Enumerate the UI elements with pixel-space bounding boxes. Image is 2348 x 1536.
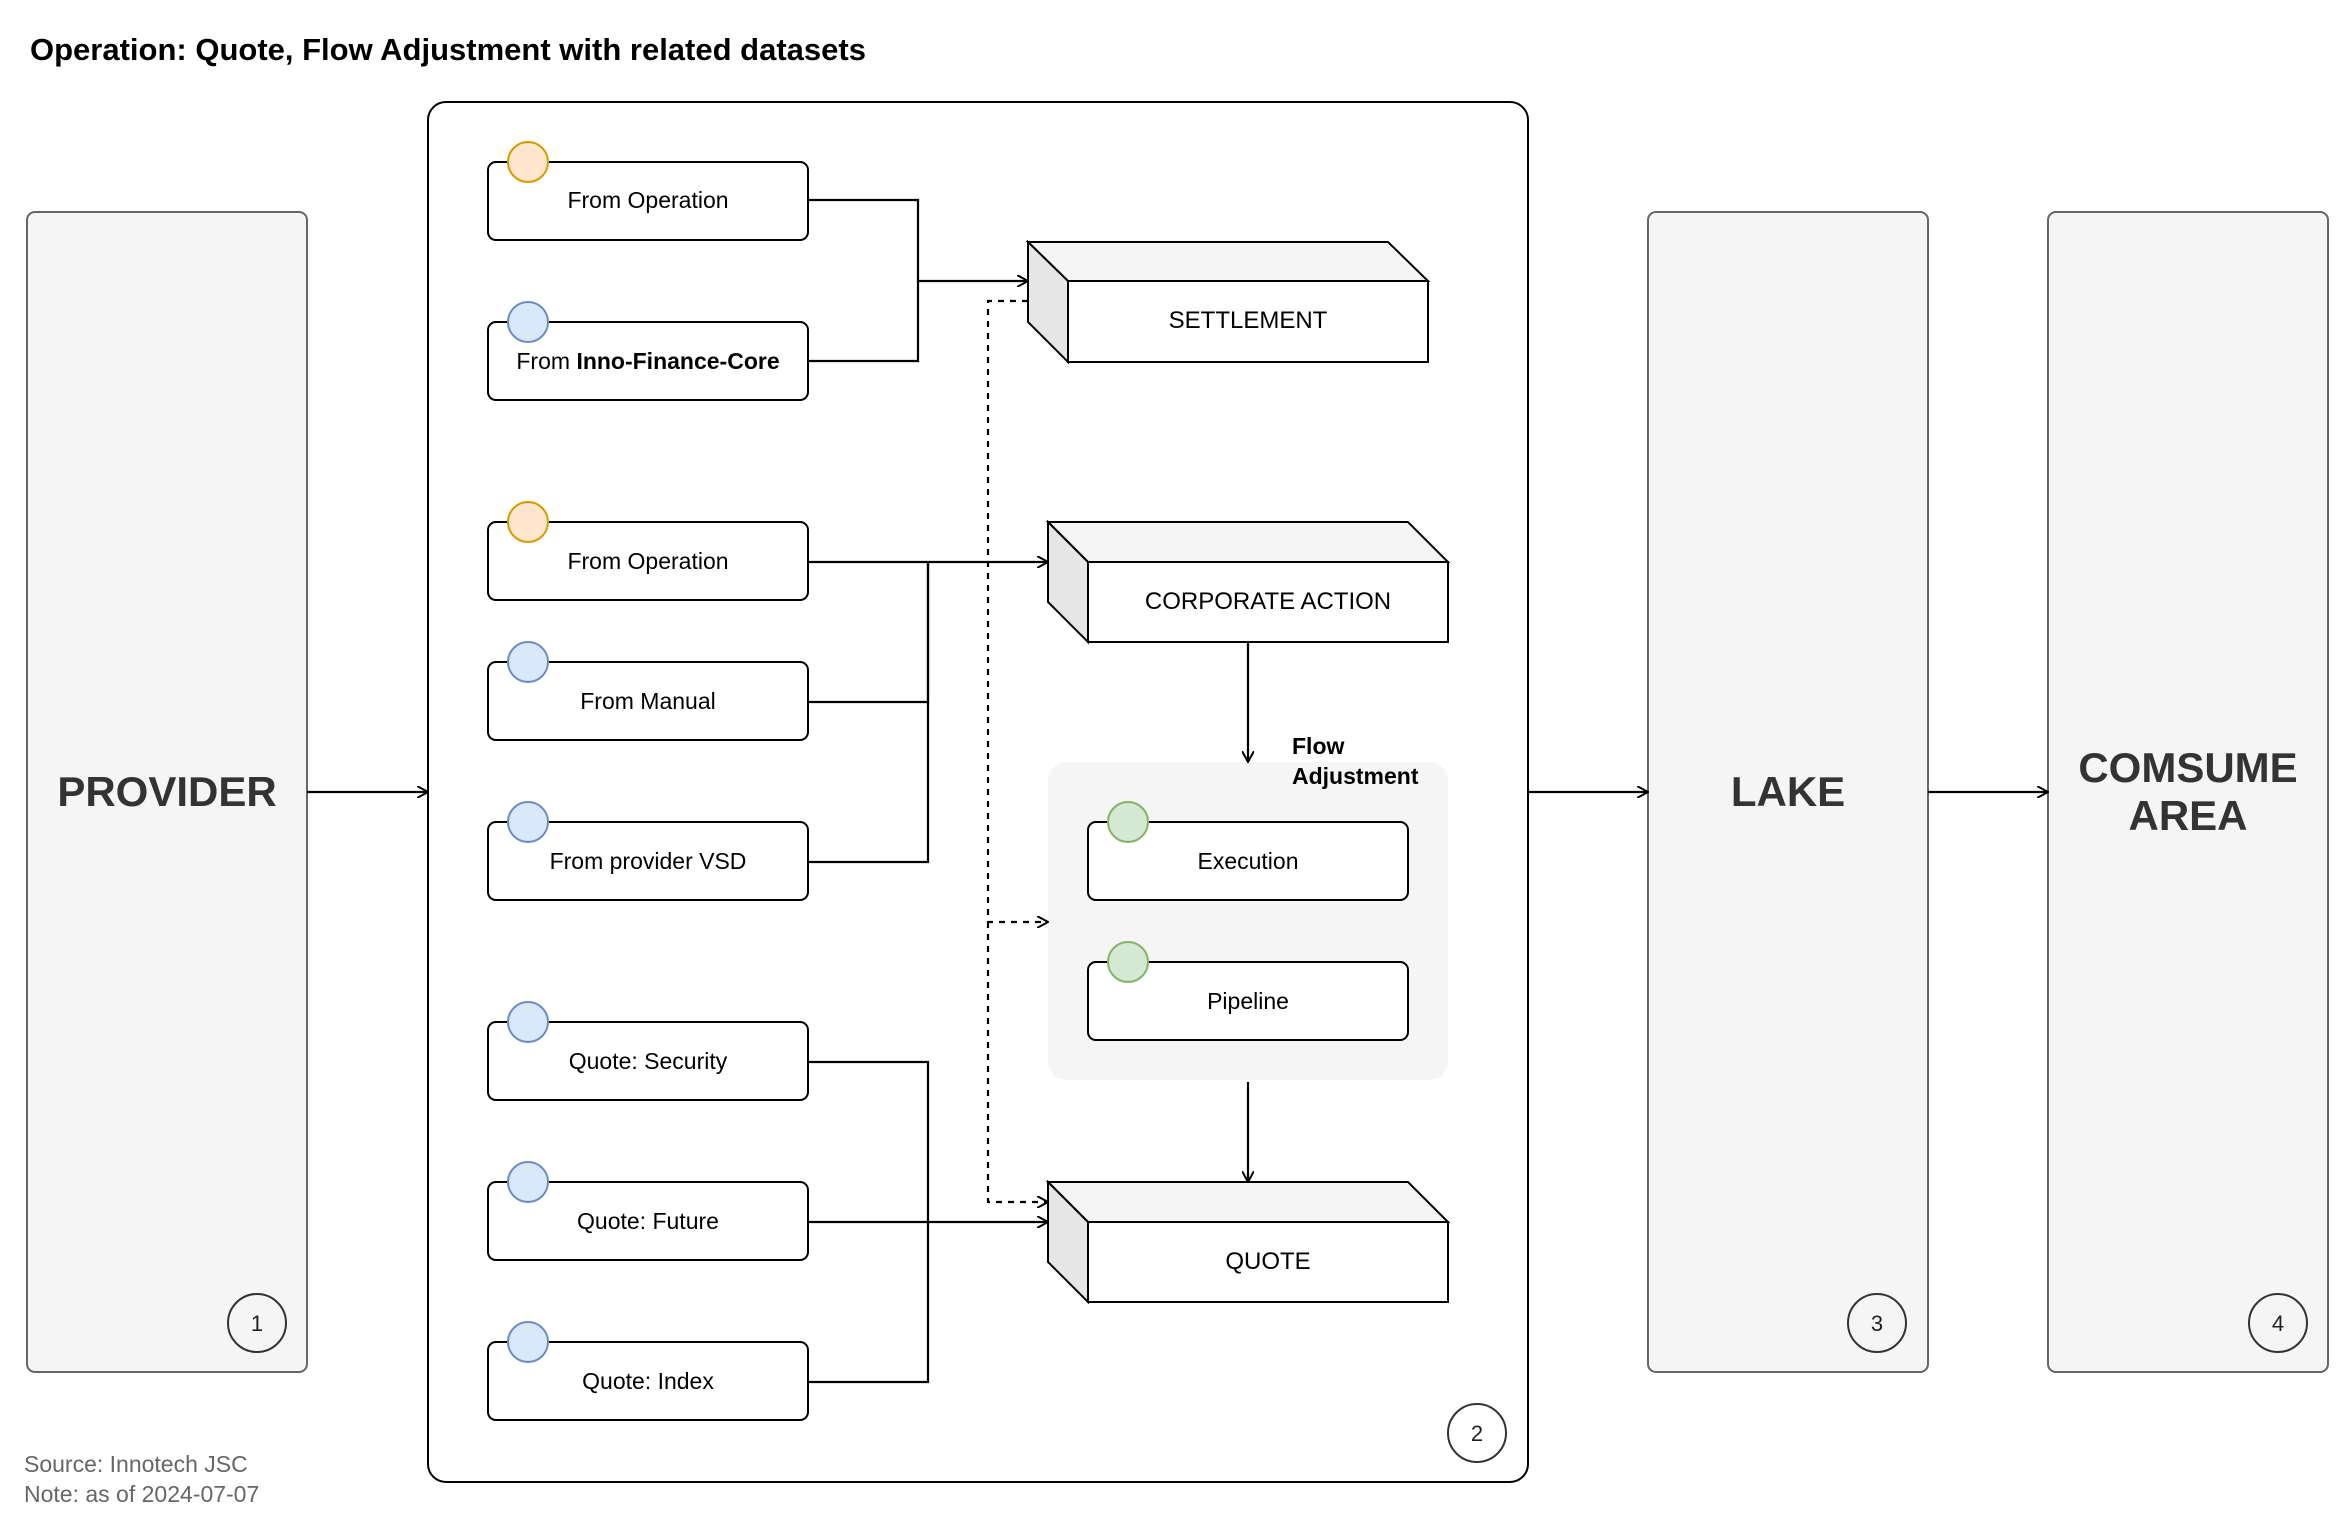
consume-area-label-line2: AREA [2128,792,2247,839]
consume-area-label-line1: COMSUME [2078,744,2297,791]
flow-step-label: Pipeline [1207,988,1289,1014]
status-dot-green-icon [1107,941,1149,983]
source-label: From provider VSD [550,848,747,874]
lake-panel: LAKE 3 [1647,211,1929,1373]
flow-adjustment-label-line1: Flow [1292,733,1344,759]
flow-adjustment-label-line2: Adjustment [1292,763,1419,789]
edge-settlement-core-to-settlement [808,281,920,363]
flow-step-execution: Execution [1087,801,1409,901]
source-label: From Inno-Finance-Core [516,348,779,374]
source-label-emphasis: Inno-Finance-Core [576,348,779,374]
source-label: From Operation [567,548,728,574]
edge-quote-security-to-quote [808,1060,930,1222]
flow-step-pipeline: Pipeline [1087,941,1409,1041]
edges [307,198,2048,1384]
dataset-settlement: SETTLEMENT [1025,239,1431,365]
edge-quote-index-to-quote [808,1222,930,1384]
source-label: From Manual [580,688,715,714]
status-dot-blue-icon [507,801,549,843]
source-label: Quote: Security [569,1048,728,1074]
dataset-label: SETTLEMENT [1169,307,1328,334]
provider-step-badge [227,1293,287,1353]
status-dot-blue-icon [507,1001,549,1043]
status-dot-blue-icon [507,301,549,343]
footer-source: Source: Innotech JSC [24,1451,248,1477]
edge-dashed-branch-to-quote [986,922,1048,1202]
consume-area-step-number: 4 [2272,1311,2284,1336]
status-dot-blue-icon [507,1321,549,1363]
provider-panel: PROVIDER 1 [26,211,308,1373]
status-dot-green-icon [1107,801,1149,843]
edge-ca-vsd-to-corporate-action [808,562,930,864]
lake-step-number: 3 [1871,1311,1883,1336]
lake-step-badge [1847,1293,1907,1353]
consume-area-panel: COMSUME AREA 4 [2047,211,2329,1373]
dataset-corporate-action: CORPORATE ACTION [1045,519,1451,645]
provider-label: PROVIDER [57,768,276,815]
edge-settlement-to-flow-adjustment-dashed [986,299,1048,922]
edge-settlement-op-to-settlement [808,198,1028,281]
footer-note: Note: as of 2024-07-07 [24,1481,259,1507]
source-from-inno-finance-core: From Inno-Finance-Core [487,301,809,401]
status-dot-blue-icon [507,1161,549,1203]
source-quote-security: Quote: Security [487,1001,809,1101]
lake-label: LAKE [1731,768,1845,815]
status-dot-orange-icon [507,501,549,543]
dataset-quote: QUOTE [1045,1179,1451,1305]
source-quote-index: Quote: Index [487,1321,809,1421]
status-dot-orange-icon [507,141,549,183]
operation-step-number: 2 [1471,1421,1483,1446]
consume-area-step-badge [2248,1293,2308,1353]
source-label-prefix: From [516,348,576,374]
source-from-provider-vsd: From provider VSD [487,801,809,901]
flow-step-label: Execution [1197,848,1298,874]
source-quote-future: Quote: Future [487,1161,809,1261]
dataset-label: QUOTE [1225,1248,1310,1275]
provider-step-number: 1 [251,1311,263,1336]
operation-step-badge [1447,1403,1507,1463]
dataset-label: CORPORATE ACTION [1145,588,1391,615]
status-dot-blue-icon [507,641,549,683]
source-from-operation-corporate-action: From Operation [487,501,809,601]
source-label: Quote: Future [577,1208,719,1234]
page-title: Operation: Quote, Flow Adjustment with r… [30,32,866,67]
source-from-manual: From Manual [487,641,809,741]
source-label: From Operation [567,187,728,213]
source-label: Quote: Index [582,1368,714,1394]
source-from-operation-settlement: From Operation [487,141,809,241]
